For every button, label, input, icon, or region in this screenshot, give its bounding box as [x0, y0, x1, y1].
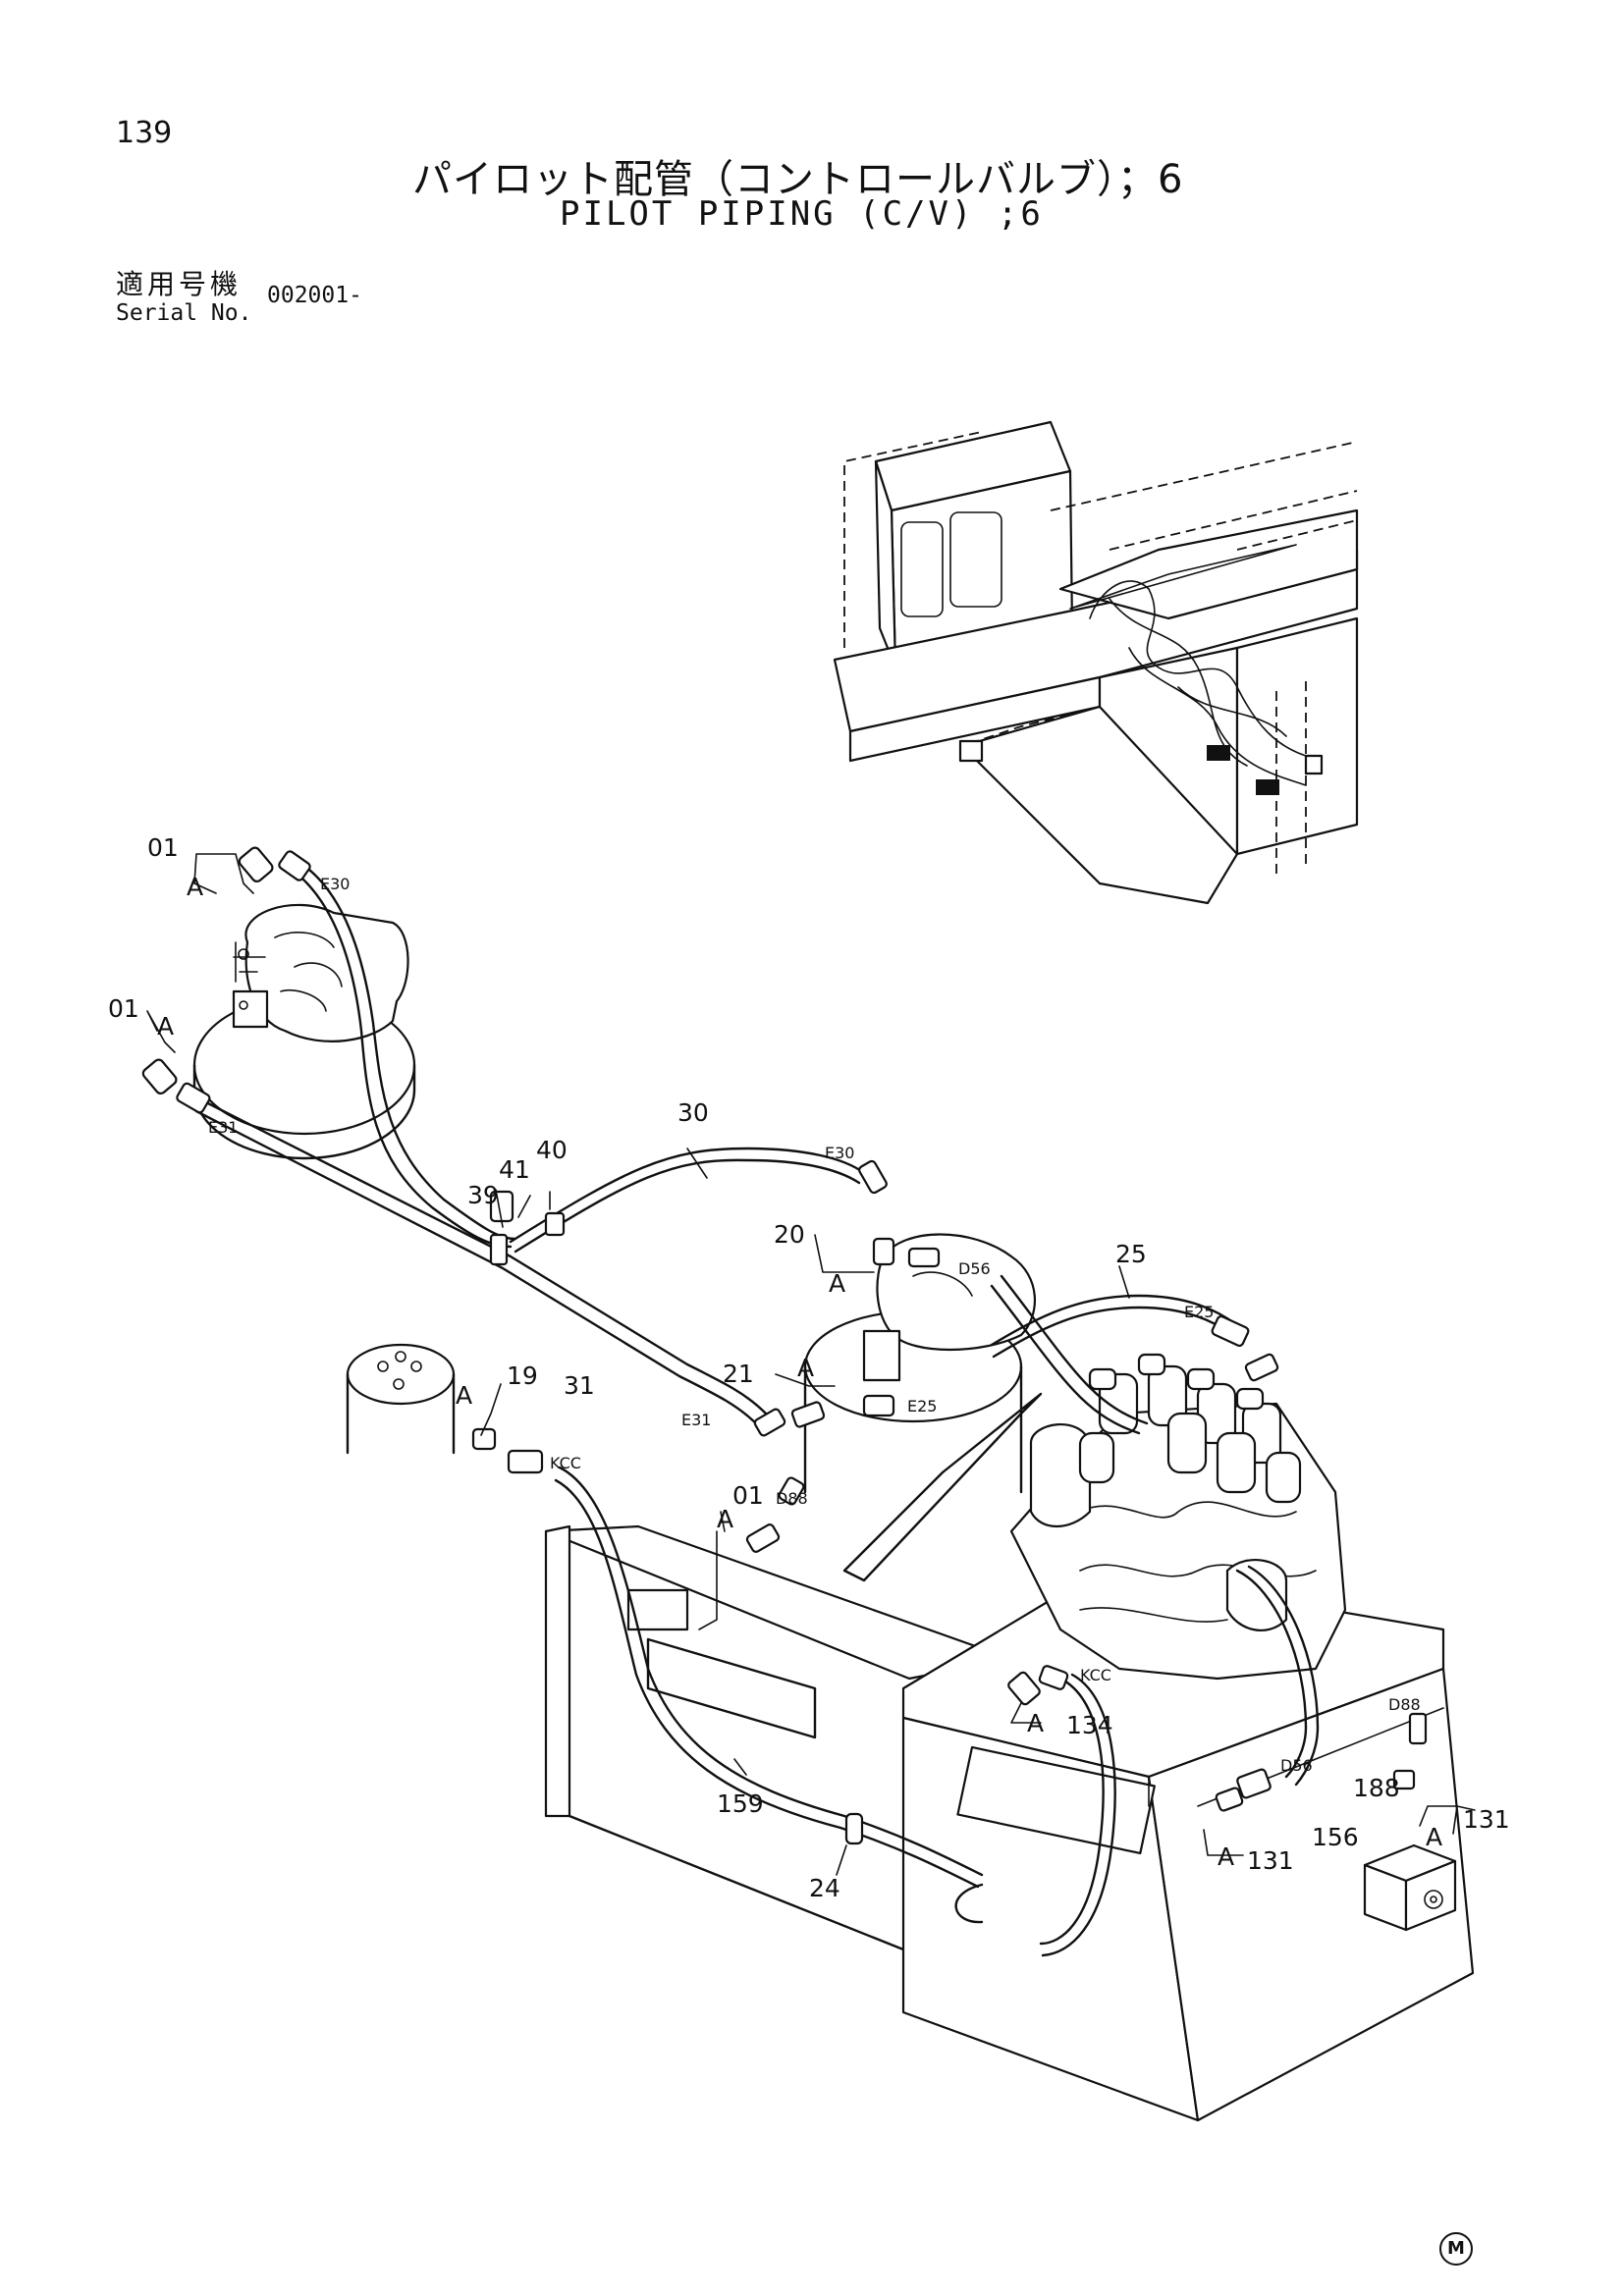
callout-156: 156	[1312, 1823, 1359, 1851]
port-label-e31b: E31	[681, 1411, 711, 1429]
port-label-e30b: E30	[825, 1144, 854, 1162]
callout-39: 39	[467, 1181, 499, 1209]
callout-20: 20	[774, 1220, 805, 1249]
part-callouts: 01 A 01 A 30 40 41 39 20 A 25 21 A 31 19…	[108, 833, 1510, 1902]
callout-19: 19	[507, 1362, 538, 1390]
swing-motor-illustration	[192, 903, 416, 1160]
callout-21: 21	[723, 1360, 754, 1388]
callout-25: 25	[1115, 1240, 1147, 1268]
hose-156	[1235, 1565, 1320, 1787]
callout-159: 159	[717, 1789, 764, 1818]
pilot-hoses	[194, 864, 1320, 1957]
callout-188: 188	[1353, 1774, 1400, 1802]
serial-number-value: 002001-	[267, 283, 362, 308]
callout-A1: A	[187, 873, 203, 901]
solenoid-block-illustration	[1363, 1843, 1457, 1932]
port-label-kccb: KCC	[1080, 1666, 1111, 1684]
callout-30: 30	[677, 1098, 709, 1127]
serial-label-english: Serial No.	[116, 300, 252, 326]
port-labels: E30 E31 E30 D56 E25 E31 E25 KCC D88 KCC …	[208, 875, 1421, 1775]
callout-A9: A	[1218, 1842, 1234, 1871]
hose-30	[509, 1147, 866, 1244]
callout-A5: A	[456, 1381, 472, 1410]
swivel-joint-illustration	[346, 1343, 456, 1455]
port-label-e25a: E25	[1184, 1303, 1214, 1321]
callout-01c: 01	[732, 1481, 764, 1510]
callout-41: 41	[499, 1155, 530, 1184]
callout-A4: A	[797, 1354, 814, 1382]
callout-A6: A	[717, 1505, 733, 1533]
port-label-d88a: D88	[776, 1489, 808, 1508]
page-title-english: PILOT PIPING (C/V) ;6	[560, 194, 1044, 234]
callout-131b: 131	[1247, 1846, 1294, 1875]
page-number: 139	[116, 116, 173, 150]
callout-40: 40	[536, 1136, 568, 1164]
hose-31	[194, 1095, 768, 1415]
callout-01b: 01	[108, 994, 139, 1023]
port-label-d88b: D88	[1388, 1695, 1421, 1714]
callout-A2: A	[157, 1012, 174, 1041]
hose-25	[990, 1294, 1239, 1347]
port-label-d56a: D56	[958, 1259, 991, 1278]
page-title-japanese: パイロット配管（コントロールバルブ）；6	[412, 157, 1184, 202]
machine-overview-illustration	[833, 420, 1359, 905]
port-label-e31a: E31	[208, 1118, 238, 1137]
hose-159	[558, 1466, 984, 1877]
callout-24: 24	[809, 1874, 840, 1902]
port-label-e25b: E25	[907, 1397, 937, 1415]
callout-01a: 01	[147, 833, 179, 862]
fittings	[141, 846, 1428, 1845]
port-label-d56b: D56	[1280, 1756, 1313, 1775]
callout-31: 31	[564, 1371, 595, 1400]
callout-A7: A	[1027, 1709, 1044, 1737]
callout-131a: 131	[1463, 1805, 1510, 1834]
callout-A3: A	[829, 1269, 845, 1298]
control-valve-spools	[1078, 1353, 1302, 1504]
leader-lines	[146, 853, 1476, 1876]
port-label-e30a: E30	[320, 875, 350, 893]
callout-134: 134	[1066, 1711, 1113, 1739]
port-label-kcca: KCC	[550, 1454, 581, 1472]
frame-plate-illustration	[544, 1392, 1043, 1955]
callout-A8: A	[1426, 1823, 1442, 1851]
control-valve-illustration	[1009, 1353, 1347, 1681]
serial-label-japanese: 適用号機	[116, 268, 243, 300]
page-mark-icon: M	[1439, 2232, 1473, 2266]
